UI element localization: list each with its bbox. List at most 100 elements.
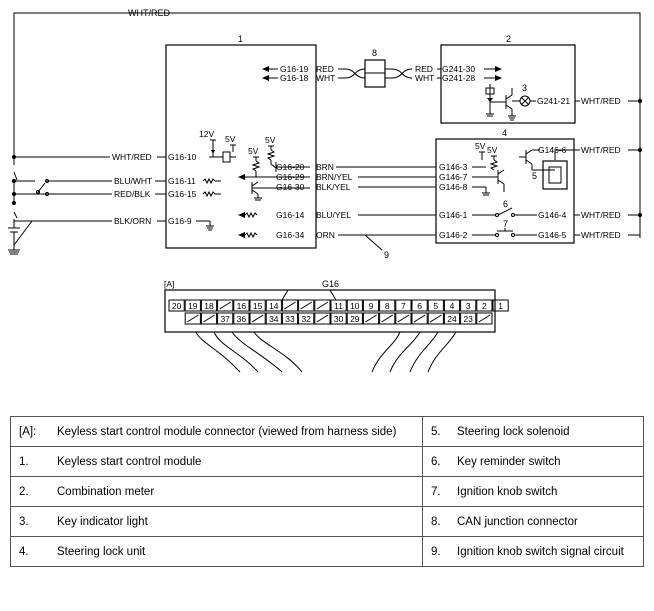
legend-key: 9. — [431, 546, 441, 558]
wiring-diagram: WHT/RED 1 2 4 8 G16-19 RED G16-18 WHT RE… — [8, 8, 642, 373]
connector-pin-bottom — [443, 312, 461, 325]
connector-pin-bottom — [346, 312, 363, 325]
connector-pin-label: 2 — [482, 301, 487, 311]
wire-color-g241-28: WHT — [415, 73, 434, 83]
module-1-number: 1 — [238, 34, 243, 44]
connector-pin-label: 16 — [237, 301, 247, 311]
module-4-number: 4 — [502, 128, 507, 138]
left-switch-circuit — [8, 155, 112, 255]
connector-pin-bottom — [330, 312, 347, 325]
connector-pin-bottom — [217, 312, 234, 325]
legend-cell: 7.Ignition knob switch — [422, 476, 644, 507]
connector-pin-bottom — [233, 312, 250, 325]
connector-pin-label: 7 — [401, 301, 406, 311]
connector-pin-empty — [203, 314, 215, 323]
connector-pin-top — [395, 299, 412, 312]
connector-pin-label: 36 — [237, 314, 247, 324]
connector-pin-top — [233, 299, 250, 312]
connector-pin-top — [379, 299, 396, 312]
connector-pin-top — [217, 299, 234, 312]
connector-pin-bottom — [460, 312, 477, 325]
connector-pin-empty — [186, 314, 199, 323]
legend-cell: 3. Key indicator light — [10, 506, 423, 537]
connector-pin-top — [443, 299, 461, 312]
connector-pin-top — [265, 299, 282, 312]
connector-pin-top — [476, 299, 493, 312]
pin-g16-14: G16-14 — [276, 210, 305, 220]
connector-pin-top — [168, 299, 185, 312]
wire-color-g241-30: RED — [415, 64, 433, 74]
pin-g146-6: G146-6 — [538, 145, 567, 155]
legend-description: Steering lock solenoid — [457, 426, 570, 438]
legend-description: Key indicator light — [57, 516, 148, 528]
connector-pin-top — [249, 299, 266, 312]
wire-color-g146-6: WHT/RED — [581, 145, 621, 155]
connector-pin-label: 30 — [334, 314, 344, 324]
legend-key: [A]: — [19, 426, 37, 438]
pin-g241-28: G241-28 — [442, 73, 475, 83]
pin-g16-34: G16-34 — [276, 230, 305, 240]
legend-row: [A]: Keyless start control module connect… — [10, 416, 644, 447]
connector-pin-top — [346, 299, 363, 312]
legend-description: Key reminder switch — [457, 456, 561, 468]
power-wire-loop — [13, 12, 641, 238]
legend-description: Combination meter — [57, 486, 155, 498]
connector-pin-empty — [316, 301, 329, 310]
supply-12v: 12V — [199, 129, 214, 139]
wire-color-g241-21: WHT/RED — [581, 96, 621, 106]
connector-pin-label: 8 — [385, 301, 390, 311]
key-indicator-number: 3 — [522, 83, 527, 93]
top-wire-label: WHT/RED — [128, 8, 170, 18]
connector-pin-label: 10 — [350, 301, 360, 311]
supply-5v-d: 5V — [475, 141, 486, 151]
key-reminder-contact — [45, 179, 49, 183]
supply-5v-c: 5V — [248, 146, 259, 156]
ignition-knob-contact — [45, 192, 49, 196]
legend-cell: 6.Key reminder switch — [422, 446, 644, 477]
connector-pin-empty — [381, 314, 394, 323]
wire-color-g16-19: RED — [316, 64, 334, 74]
wire-color-brn-yel: BRN/YEL — [316, 172, 353, 182]
pin-g146-7: G146-7 — [439, 172, 468, 182]
connector-pin-empty — [365, 314, 377, 323]
connector-pin-empty — [300, 301, 313, 310]
connector-pin-empty — [397, 314, 410, 323]
wire-color-blu-wht: BLU/WHT — [114, 176, 152, 186]
connector-pin-bottom — [265, 312, 282, 325]
connector-pin-top — [427, 299, 444, 312]
pin-g16-18: G16-18 — [280, 73, 309, 83]
connector-pin-label: 11 — [334, 301, 343, 311]
connector-pin-bottom — [184, 312, 201, 325]
connector-pin-label: 32 — [301, 314, 311, 324]
connector-pin-bottom — [395, 312, 412, 325]
connector-pin-label: 34 — [269, 314, 279, 324]
connector-pin-empty — [413, 314, 426, 323]
wire-color-blu-yel: BLU/YEL — [316, 210, 351, 220]
pin-g146-8: G146-8 — [439, 182, 468, 192]
pin-g146-3: G146-3 — [439, 162, 468, 172]
connector-pin-top — [200, 299, 218, 312]
pin-g16-10: G16-10 — [168, 152, 197, 162]
pin-g16-20: G16-20 — [276, 162, 305, 172]
pin-g16-15: G16-15 — [168, 189, 197, 199]
ignition-knob-number: 7 — [503, 219, 508, 229]
wire-color-g146-5: WHT/RED — [581, 230, 621, 240]
connector-pin-top — [362, 299, 380, 312]
pin-g16-30: G16-30 — [276, 182, 305, 192]
legend-cell: 5.Steering lock solenoid — [422, 416, 644, 447]
connector-pin-label: 9 — [369, 301, 374, 311]
connector-pin-empty — [316, 314, 329, 323]
legend-description: Keyless start control module connector (… — [57, 426, 397, 438]
connector-pin-bottom — [281, 312, 299, 325]
connector-pin-bottom — [200, 312, 218, 325]
connector-pin-bottom — [411, 312, 428, 325]
steering-lock-unit — [435, 138, 575, 244]
connector-pin-label: 37 — [220, 314, 230, 324]
legend-cell: 2.Combination meter — [10, 476, 423, 507]
supply-5v-e: 5V — [487, 145, 498, 155]
connector-pin-label: 4 — [450, 301, 455, 311]
legend-key: 7. — [431, 486, 441, 498]
connector-pin-bottom — [362, 312, 380, 325]
legend-key: 3. — [19, 516, 29, 528]
